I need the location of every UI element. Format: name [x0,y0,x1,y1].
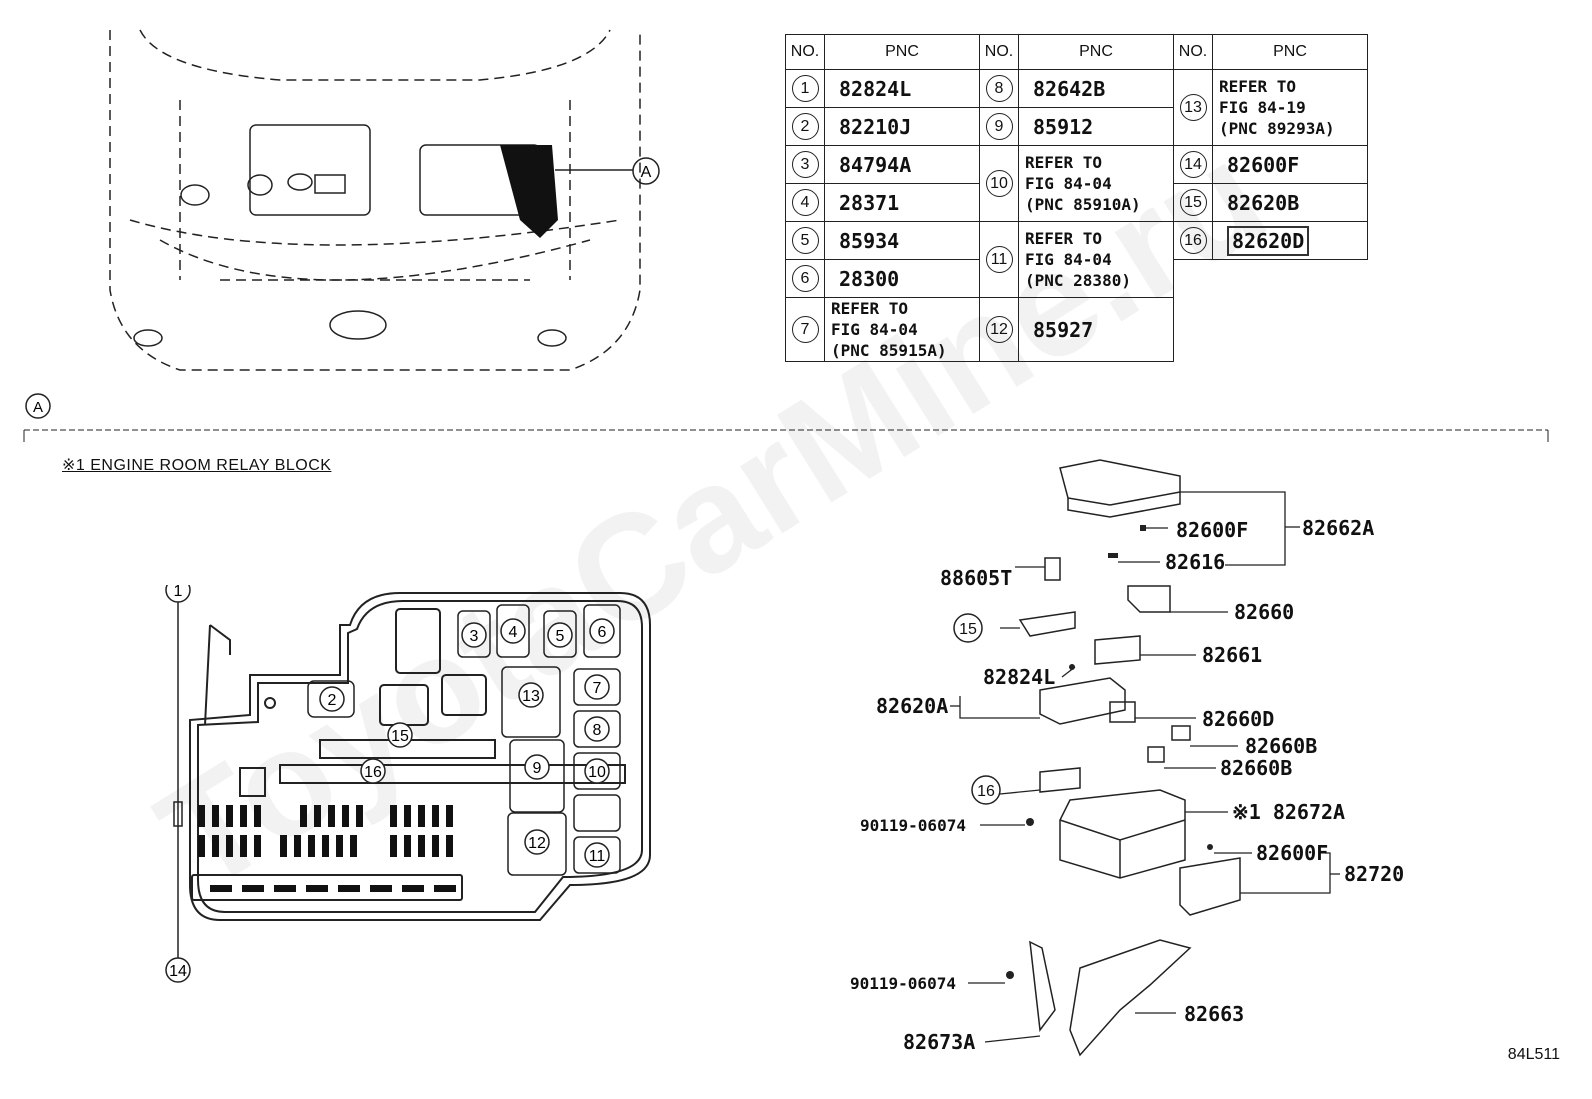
relay-callout-5: 5 [556,628,565,645]
highlighted-pnc: 82620D [1227,225,1310,256]
callout-number: 10 [985,170,1013,197]
callout-number: 15 [1179,189,1207,216]
table-header-row: NO. PNC NO. PNC NO. PNC [785,34,1368,70]
engine-bay-illustration: A [109,29,660,371]
table-row: 4 28371 15 82620B [785,183,1368,222]
label-82660D: 82660D [1202,707,1275,731]
relay-callout-15: 15 [391,728,409,745]
pnc-reference-cell: REFER TO FIG 84-04 (PNC 28380) [1018,221,1174,298]
exploded-callout-16: 16 [977,783,995,800]
label-82616: 82616 [1165,550,1226,574]
section-divider: A [23,393,1549,442]
view-a-marker: A [33,399,43,416]
relay-callout-4: 4 [509,624,518,641]
callout-number: 3 [791,151,819,178]
label-82620A: 82620A [876,694,949,718]
label-90119-06074-1: 90119-06074 [860,816,966,835]
pnc-cell: 82824L [824,69,980,108]
callout-number: 2 [791,113,819,140]
relay-callout-10: 10 [588,764,606,781]
label-82824L: 82824L [983,665,1056,689]
relay-callout-9: 9 [533,760,542,777]
header-pnc: PNC [1212,34,1368,70]
pnc-cell: 82642B [1018,69,1174,108]
section-title: ※1 ENGINE ROOM RELAY BLOCK [62,457,332,474]
label-82673A: 82673A [903,1030,976,1054]
relay-callout-2: 2 [328,692,337,709]
callout-number: 14 [1179,151,1207,178]
view-a-callout: A [641,164,652,181]
label-82660: 82660 [1234,600,1295,624]
table-row: 6 28300 [785,259,1368,298]
label-82672A: ※1 82672A [1232,800,1346,824]
relay-callout-3: 3 [470,628,479,645]
pnc-cell: 85934 [824,221,980,260]
callout-number: 6 [791,265,819,292]
pnc-cell: 85927 [1018,297,1174,362]
relay-callout-13: 13 [522,688,540,705]
pnc-table: NO. PNC NO. PNC NO. PNC 1 82824L 8 82642… [785,34,1368,362]
pnc-reference-cell: REFER TO FIG 84-04 (PNC 85910A) [1018,145,1174,222]
callout-number: 1 [791,75,819,102]
pnc-cell: 82620B [1212,183,1368,222]
callout-number: 5 [791,227,819,254]
pnc-cell: 85912 [1018,107,1174,146]
label-82660B-2: 82660B [1220,756,1293,780]
relay-callout-12: 12 [528,835,546,852]
label-82600F-bottom: 82600F [1256,841,1329,865]
exploded-callout-15: 15 [959,621,977,638]
header-pnc: PNC [824,34,980,70]
pnc-cell: 28300 [824,259,980,298]
callout-number: 13 [1179,94,1207,121]
relay-callout-7: 7 [593,680,602,697]
table-row: 5 85934 11 REFER TO FIG 84-04 (PNC 28380… [785,221,1368,298]
relay-block-layout: 1 2 3 4 5 6 7 8 9 10 11 12 13 14 15 16 [165,585,651,983]
label-82720: 82720 [1344,862,1405,886]
relay-callout-11: 11 [589,848,606,865]
label-82661: 82661 [1202,643,1263,667]
pnc-reference-cell: REFER TO FIG 84-04 (PNC 85915A) [824,297,980,362]
label-88605T: 88605T [940,566,1013,590]
label-82600F-top: 82600F [1176,518,1249,542]
table-row: 7 REFER TO FIG 84-04 (PNC 85915A) 12 859… [785,297,1368,362]
callout-number: 7 [791,316,819,343]
label-82660B-1: 82660B [1245,734,1318,758]
callout-number: 11 [985,246,1013,273]
label-90119-06074-2: 90119-06074 [850,974,956,993]
relay-callout-14: 14 [169,963,187,980]
pnc-cell: 28371 [824,183,980,222]
callout-number: 9 [985,113,1013,140]
relay-callout-8: 8 [593,722,602,739]
label-82663: 82663 [1184,1002,1245,1026]
label-82662A: 82662A [1302,516,1375,540]
callout-number: 8 [985,75,1013,102]
figure-code: 84L511 [1507,1046,1560,1063]
relay-callout-16: 16 [364,764,382,781]
header-pnc: PNC [1018,34,1174,70]
relay-callout-1: 1 [174,585,183,600]
callout-number: 4 [791,189,819,216]
relay-callout-6: 6 [598,624,607,641]
callout-number: 16 [1179,227,1207,254]
table-row: 1 82824L 8 82642B 13 REFER TO FIG 84-19 … [785,69,1368,146]
callout-number: 12 [985,316,1013,343]
table-row: 3 84794A 10 REFER TO FIG 84-04 (PNC 8591… [785,145,1368,222]
